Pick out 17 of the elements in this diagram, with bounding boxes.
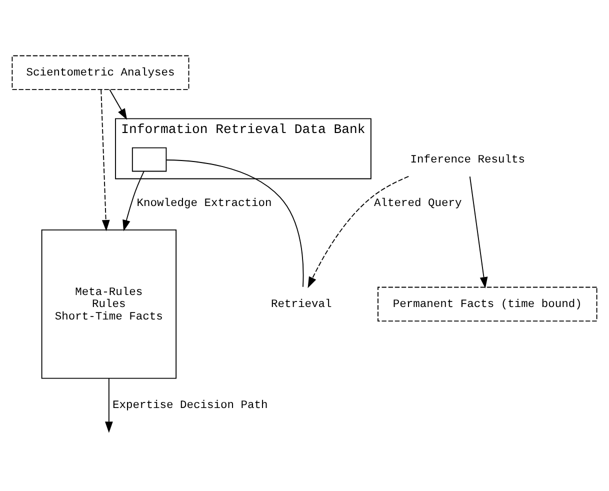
node-box: Scientometric Analyses bbox=[12, 55, 190, 90]
arrow bbox=[109, 89, 128, 120]
arrow bbox=[469, 176, 488, 288]
arrow bbox=[308, 176, 410, 288]
node-box: Permanent Facts (time bound) bbox=[378, 286, 598, 322]
node-box bbox=[132, 147, 167, 172]
arrow bbox=[104, 378, 113, 433]
cluster: Information Retrieval Data Bank bbox=[115, 118, 372, 180]
arrow bbox=[100, 89, 110, 232]
arrow bbox=[122, 171, 144, 232]
edge-label: Knowledge Extraction bbox=[136, 198, 272, 210]
connector bbox=[166, 160, 304, 288]
edge-label: Expertise Decision Path bbox=[112, 400, 268, 412]
node-text: Retrieval bbox=[271, 299, 332, 312]
node-box: Meta-Rules Rules Short-Time Facts bbox=[41, 230, 177, 379]
edge-label: Altered Query bbox=[374, 198, 462, 210]
node-text: Inference Results bbox=[410, 154, 526, 166]
